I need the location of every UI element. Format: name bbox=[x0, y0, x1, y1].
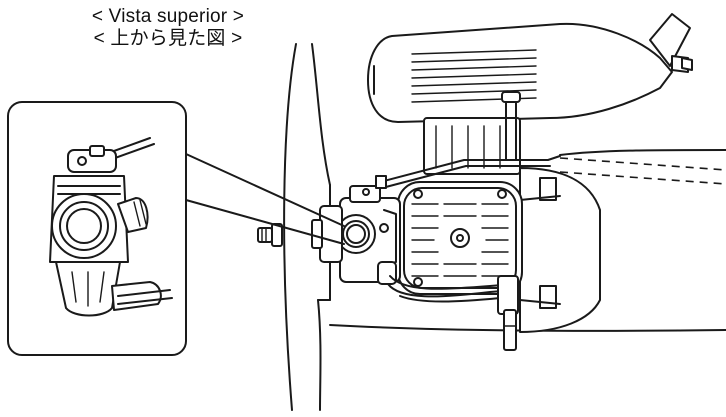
caption-spanish: < Vista superior > bbox=[91, 6, 245, 27]
carburetor-detail-inset bbox=[7, 101, 187, 356]
view-caption: < Vista superior > < 上から見た図 > bbox=[68, 6, 268, 50]
fuselage-outline bbox=[329, 149, 726, 332]
muffler bbox=[367, 13, 693, 123]
prop-hub bbox=[311, 205, 343, 263]
spinner-nut bbox=[257, 223, 283, 247]
callout-leader bbox=[185, 153, 345, 245]
fuel-tubing bbox=[387, 275, 519, 351]
engine-mount bbox=[519, 167, 601, 333]
throttle-linkage bbox=[379, 155, 561, 189]
caption-japanese: < 上から見た図 > bbox=[93, 28, 243, 49]
